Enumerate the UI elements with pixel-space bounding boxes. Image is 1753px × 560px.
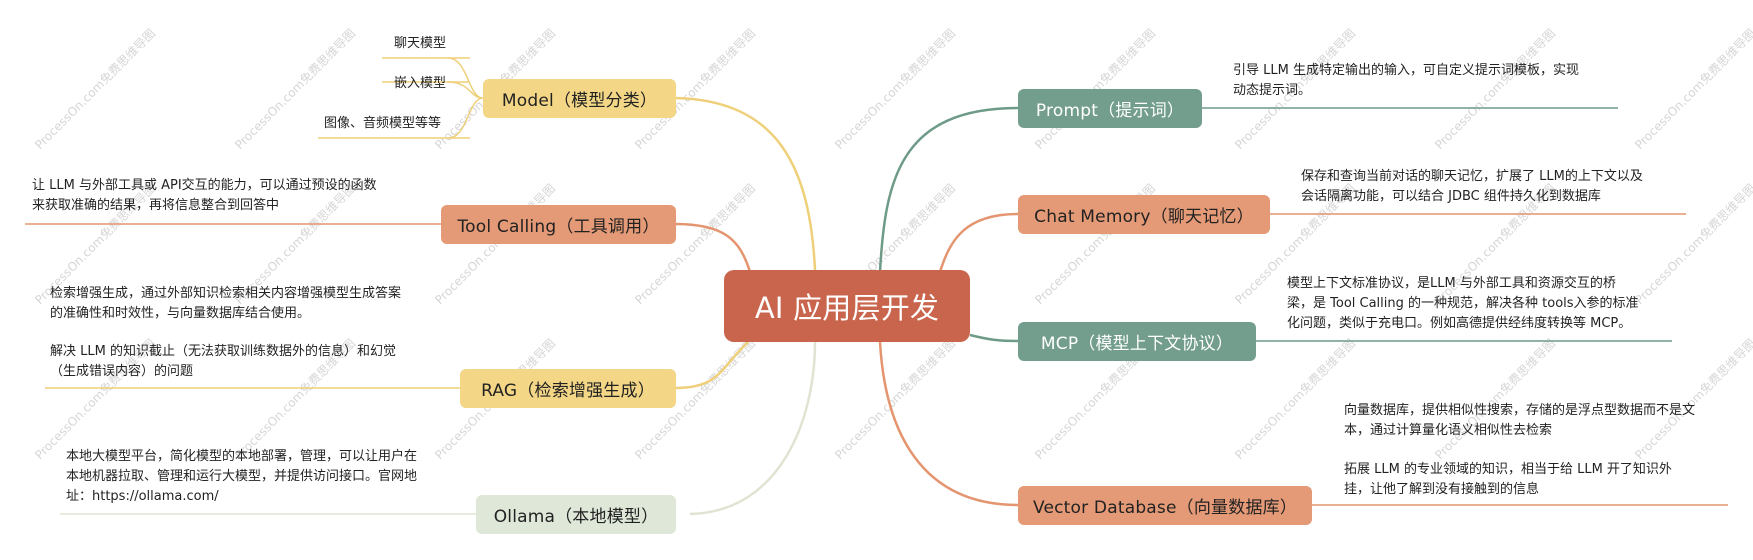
note-line: 挂，让他了解到没有接触到的信息 [1344, 482, 1540, 497]
note-line: 本，通过计算量化语义相似性去检索 [1344, 423, 1553, 438]
link-tool-calling [674, 222, 752, 273]
leaf-chat-model[interactable]: 聊天模型 [394, 36, 447, 51]
note-vector-db-2: 拓展 LLM 的专业领域的知识，相当于给 LLM 开了知识外 挂，让他了解到没有… [1344, 460, 1672, 500]
link-mcp [969, 333, 1019, 343]
link-model [674, 96, 817, 271]
note-line: 会话隔离功能，可以结合 JDBC 组件持久化到数据库 [1301, 189, 1601, 204]
leaf-embedding-model[interactable]: 嵌入模型 [394, 76, 447, 91]
link-prompt [878, 106, 1019, 273]
branch-ollama[interactable]: Ollama（本地模型） [476, 495, 676, 534]
note-line: 梁，是 Tool Calling 的一种规范，解决各种 tools入参的标准 [1287, 296, 1639, 311]
branch-chat-memory[interactable]: Chat Memory（聊天记忆） [1018, 195, 1270, 234]
note-rag-2: 解决 LLM 的知识截止（无法获取训练数据外的信息）和幻觉 （生成错误内容）的问… [50, 342, 396, 382]
note-line: 向量数据库，提供相似性搜索，存储的是浮点型数据而不是文 [1344, 403, 1696, 418]
note-line: 模型上下文标准协议，是LLM 与外部工具和资源交互的桥 [1287, 276, 1616, 291]
note-line: 来获取准确的结果，再将信息整合到回答中 [32, 198, 280, 213]
leaf-image-audio-model[interactable]: 图像、音频模型等等 [324, 116, 442, 131]
link-chat-memory [938, 212, 1019, 273]
note-mcp: 模型上下文标准协议，是LLM 与外部工具和资源交互的桥 梁，是 Tool Cal… [1287, 274, 1639, 334]
note-line: （生成错误内容）的问题 [50, 364, 194, 379]
note-line: 检索增强生成，通过外部知识检索相关内容增强模型生成答案 [50, 286, 402, 301]
branch-mcp[interactable]: MCP（模型上下文协议） [1018, 322, 1256, 361]
note-line: 本地机器拉取、管理和运行大模型，并提供访问接口。官网地 [66, 469, 418, 484]
branch-model[interactable]: Model（模型分类） [483, 79, 676, 118]
link-rag [674, 339, 751, 390]
note-line: 化问题，类似于充电口。例如高德提供经纬度转换等 MCP。 [1287, 316, 1632, 331]
note-line: 引导 LLM 生成特定输出的输入，可自定义提示词模板，实现 [1233, 63, 1579, 78]
note-rag-1: 检索增强生成，通过外部知识检索相关内容增强模型生成答案 的准确性和时效性，与向量… [50, 284, 401, 324]
note-line: 动态提示词。 [1233, 83, 1312, 98]
branch-rag[interactable]: RAG（检索增强生成） [460, 369, 676, 408]
note-line: 址：https://ollama.com/ [66, 489, 219, 504]
note-chat-memory: 保存和查询当前对话的聊天记忆，扩展了 LLM的上下文以及 会话隔离功能，可以结合… [1301, 167, 1643, 207]
branch-tool-calling[interactable]: Tool Calling（工具调用） [441, 205, 676, 244]
central-topic[interactable]: AI 应用层开发 [724, 270, 970, 342]
branch-vector-database[interactable]: Vector Database（向量数据库） [1018, 486, 1312, 525]
note-line: 保存和查询当前对话的聊天记忆，扩展了 LLM的上下文以及 [1301, 169, 1643, 184]
note-line: 拓展 LLM 的专业领域的知识，相当于给 LLM 开了知识外 [1344, 462, 1672, 477]
link-model-children [447, 57, 484, 139]
branch-prompt[interactable]: Prompt（提示词） [1018, 89, 1202, 128]
note-line: 的准确性和时效性，与向量数据库结合使用。 [50, 306, 311, 321]
note-tool-calling: 让 LLM 与外部工具或 API交互的能力，可以通过预设的函数 来获取准确的结果… [32, 176, 377, 216]
note-ollama: 本地大模型平台，简化模型的本地部署，管理，可以让用户在 本地机器拉取、管理和运行… [66, 447, 417, 507]
note-prompt: 引导 LLM 生成特定输出的输入，可自定义提示词模板，实现 动态提示词。 [1233, 61, 1579, 101]
note-line: 让 LLM 与外部工具或 API交互的能力，可以通过预设的函数 [32, 178, 377, 193]
note-line: 解决 LLM 的知识截止（无法获取训练数据外的信息）和幻觉 [50, 344, 396, 359]
link-ollama [689, 341, 817, 516]
note-line: 本地大模型平台，简化模型的本地部署，管理，可以让用户在 [66, 449, 418, 464]
note-vector-db-1: 向量数据库，提供相似性搜索，存储的是浮点型数据而不是文 本，通过计算量化语义相似… [1344, 401, 1695, 441]
link-vector-db [878, 341, 1019, 507]
